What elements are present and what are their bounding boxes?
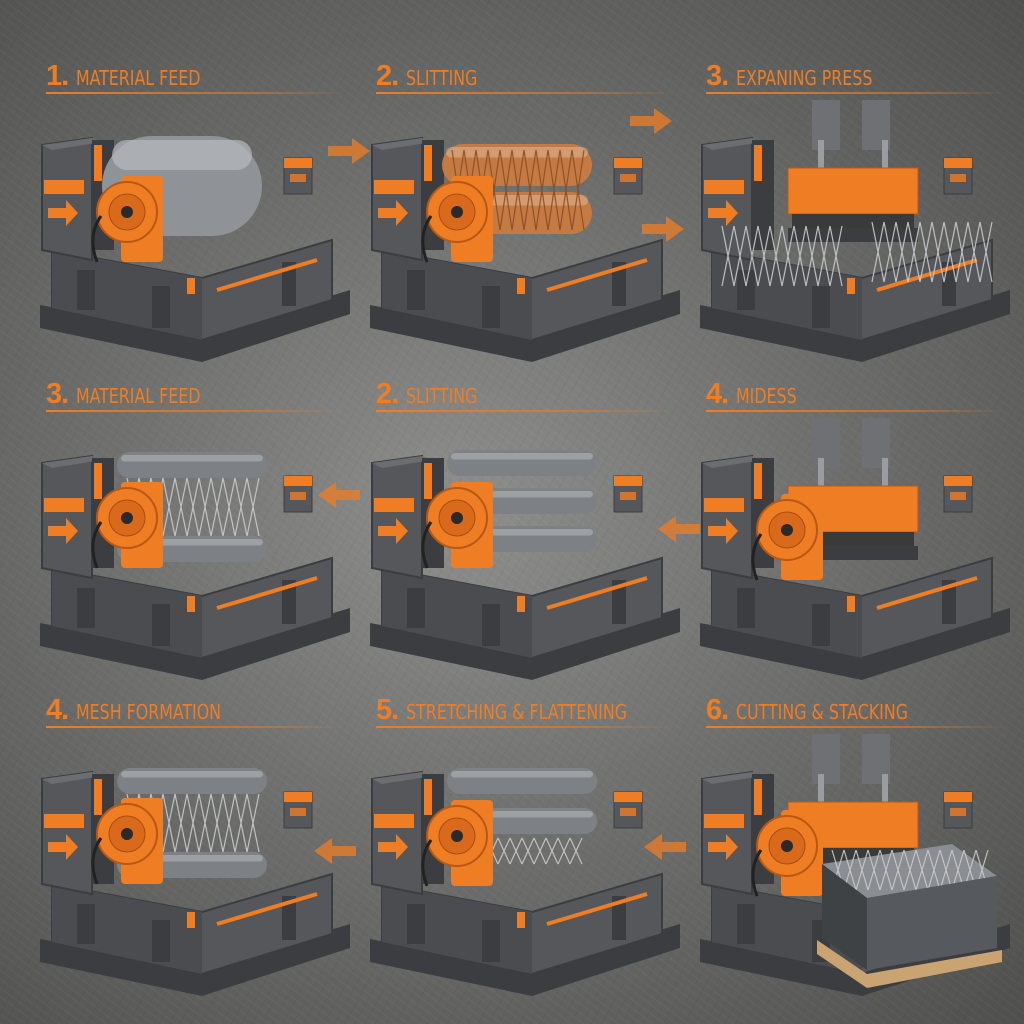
label-underline	[706, 410, 1006, 412]
step-label: 4. MESH FORMATION	[46, 694, 241, 730]
step-label: 3. EXPANING PRESS	[706, 60, 891, 96]
step-number: 3.	[706, 60, 729, 92]
process-step-2: 2. SLITTING	[362, 52, 692, 367]
step-title: MATERIAL FEED	[76, 66, 201, 90]
arrow-left-icon	[318, 482, 360, 508]
step-number: 3.	[46, 378, 69, 410]
label-underline	[376, 92, 676, 94]
machine-illustration	[40, 136, 350, 362]
step-label: 1. MATERIAL FEED	[46, 60, 218, 96]
arrow-left-icon	[314, 838, 356, 864]
step-title: MIDESS	[736, 384, 797, 408]
label-underline	[376, 726, 676, 728]
step-label: 4. MIDESS	[706, 378, 805, 414]
step-label: 2. SLITTING	[376, 60, 487, 96]
arrow-left-icon	[644, 834, 686, 860]
step-number: 4.	[46, 694, 69, 726]
step-number: 1.	[46, 60, 69, 92]
step-label: 5. STRETCHING & FLATTENING	[376, 694, 657, 730]
label-underline	[46, 92, 346, 94]
step-number: 2.	[376, 378, 399, 410]
machine-illustration	[700, 100, 1010, 362]
step-number: 2.	[376, 60, 399, 92]
process-step-4: 3. MATERIAL FEED	[32, 370, 362, 685]
step-title: EXPANING PRESS	[736, 66, 873, 90]
step-title: CUTTING & STACKING	[736, 700, 909, 724]
process-step-1: 1. MATERIAL FEED	[32, 52, 362, 367]
machine-illustration	[40, 768, 350, 996]
label-underline	[376, 410, 676, 412]
machine-illustration	[370, 450, 680, 680]
process-step-7: 4. MESH FORMATION	[32, 686, 362, 1001]
label-underline	[46, 726, 346, 728]
process-step-5: 2. SLITTING	[362, 370, 692, 685]
step-label: 2. SLITTING	[376, 378, 487, 414]
process-step-8: 5. STRETCHING & FLATTENING	[362, 686, 692, 1001]
arrow-left-icon	[658, 516, 700, 542]
step-number: 6.	[706, 694, 729, 726]
machine-illustration	[370, 136, 680, 362]
step-title: MATERIAL FEED	[76, 384, 201, 408]
step-title: MESH FORMATION	[76, 700, 222, 724]
step-label: 6. CUTTING & STACKING	[706, 694, 932, 730]
process-step-3: 3. EXPANING PRESS	[692, 52, 1022, 367]
arrow-right-icon	[630, 108, 672, 134]
step-title: STRETCHING & FLATTENING	[406, 700, 628, 724]
machine-illustration	[700, 418, 1010, 680]
step-number: 5.	[376, 694, 399, 726]
step-title: SLITTING	[406, 384, 478, 408]
label-underline	[706, 92, 1006, 94]
step-title: SLITTING	[406, 66, 478, 90]
step-label: 3. MATERIAL FEED	[46, 378, 218, 414]
process-step-9: 6. CUTTING & STACKING	[692, 686, 1022, 1001]
arrow-right-icon	[642, 216, 684, 242]
label-underline	[46, 410, 346, 412]
step-number: 4.	[706, 378, 729, 410]
machine-illustration	[370, 768, 680, 996]
machine-illustration	[700, 734, 1010, 996]
label-underline	[706, 726, 1006, 728]
arrow-right-icon	[328, 138, 370, 164]
machine-illustration	[40, 452, 350, 680]
process-step-6: 4. MIDESS	[692, 370, 1022, 685]
